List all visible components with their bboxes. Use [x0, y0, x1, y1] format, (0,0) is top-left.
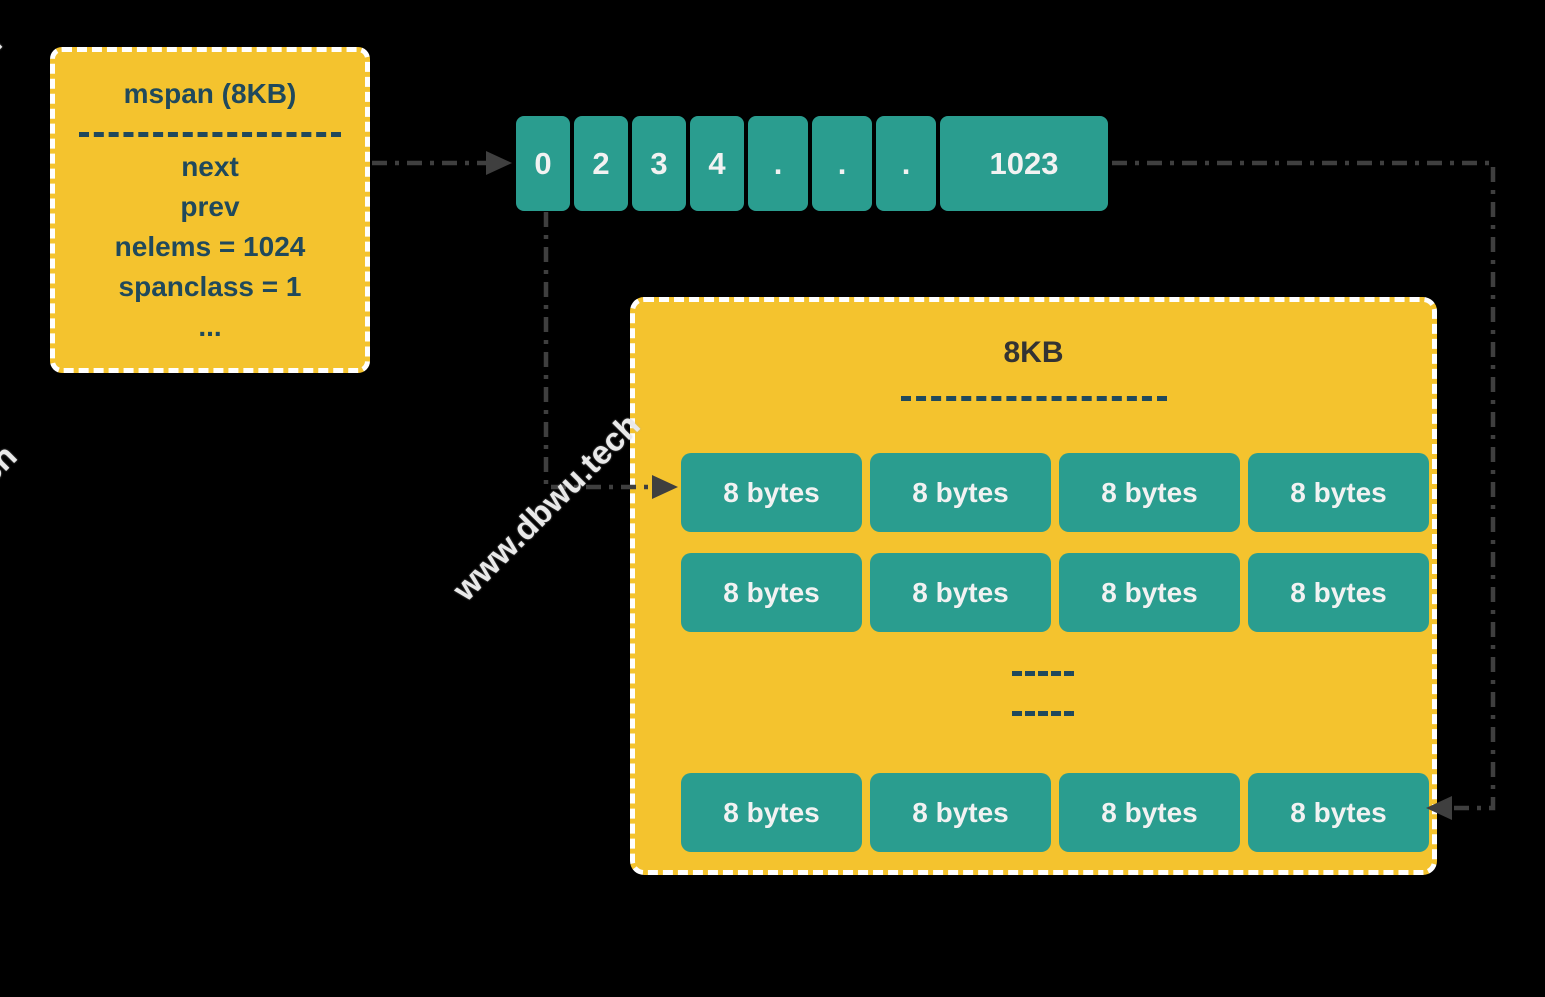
mspan-field-ellipsis: ...	[198, 311, 222, 342]
byte-cell: 8 bytes	[1059, 773, 1240, 852]
slot-cell-0: 0	[516, 116, 570, 211]
byte-cell: 8 bytes	[1248, 453, 1429, 532]
byte-cell: 8 bytes	[1059, 553, 1240, 632]
slot-cell-dot-2: .	[812, 116, 872, 211]
byte-cell: 8 bytes	[681, 773, 862, 852]
ellipsis-dashes-bottom	[1012, 711, 1074, 716]
mspan-field-prev: prev	[180, 191, 240, 222]
byte-cell: 8 bytes	[870, 453, 1051, 532]
mspan-field-next: next	[181, 151, 239, 182]
byte-cell: 8 bytes	[681, 553, 862, 632]
slot-cell-3: 3	[632, 116, 686, 211]
byte-cell: 8 bytes	[681, 453, 862, 532]
byte-row-3: 8 bytes 8 bytes 8 bytes 8 bytes	[681, 773, 1429, 852]
mspan-box-title: mspan (8KB)	[123, 78, 297, 109]
page-divider-dashes	[900, 396, 1167, 401]
slot-cell-dot-3: .	[876, 116, 936, 211]
slot-cell-2: 2	[574, 116, 628, 211]
watermark-fragment-left: www.dbwu.tech	[0, 437, 24, 639]
ellipsis-dashes-top	[1012, 671, 1074, 676]
byte-row-1: 8 bytes 8 bytes 8 bytes 8 bytes	[681, 453, 1429, 532]
mspan-box: mspan (8KB) next prev nelems = 1024 span…	[50, 47, 370, 373]
mspan-divider-dashes	[79, 132, 341, 137]
mspan-to-slots-arrow	[372, 151, 512, 175]
byte-cell: 8 bytes	[870, 773, 1051, 852]
byte-row-2: 8 bytes 8 bytes 8 bytes 8 bytes	[681, 553, 1429, 632]
slot-cell-dot-1: .	[748, 116, 808, 211]
slot-cell-4: 4	[690, 116, 744, 211]
byte-cell: 8 bytes	[1248, 773, 1429, 852]
byte-cell: 8 bytes	[1248, 553, 1429, 632]
mspan-field-nelems: nelems = 1024	[114, 231, 306, 262]
slot-index-row: 0 2 3 4 . . . 1023	[516, 116, 1108, 211]
mspan-field-spanclass: spanclass = 1	[118, 271, 302, 302]
slot-cell-1023: 1023	[940, 116, 1108, 211]
watermark-fragment-corner: www.dbwu.tech	[0, 24, 9, 226]
page-box-title: 8KB	[1003, 336, 1064, 369]
page-8kb-box: 8KB 8 bytes 8 bytes 8 bytes 8 bytes 8 by…	[630, 297, 1437, 875]
byte-cell: 8 bytes	[870, 553, 1051, 632]
byte-cell: 8 bytes	[1059, 453, 1240, 532]
